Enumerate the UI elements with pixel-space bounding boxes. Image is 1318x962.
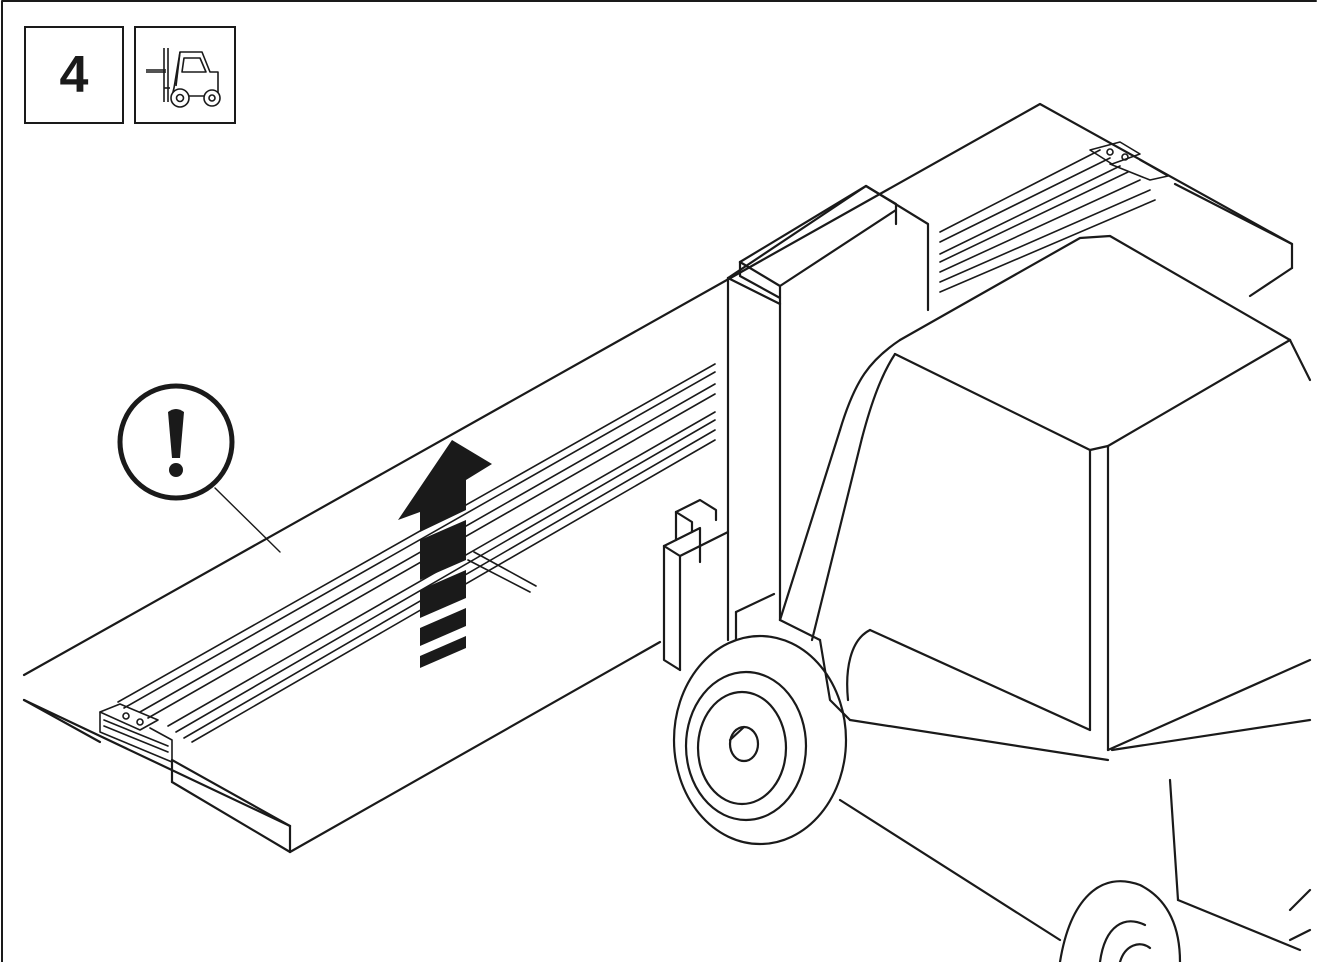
lift-up-arrow-icon	[398, 440, 492, 668]
rear-wheel	[1058, 880, 1312, 962]
rail-front	[117, 363, 716, 743]
exclamation-warning-icon	[117, 383, 235, 501]
forklift-icon	[146, 48, 221, 108]
forklift-mast	[726, 184, 930, 642]
warning-leader-line	[214, 487, 281, 553]
front-wheel	[672, 634, 848, 846]
step-number-box: 4	[24, 26, 124, 124]
rail-end-cap-back	[1089, 141, 1169, 181]
rail-back	[939, 149, 1156, 293]
step-number: 4	[59, 46, 89, 104]
forklift-cab	[778, 234, 1312, 952]
forklift-forks	[662, 498, 776, 672]
long-panel	[22, 102, 1294, 854]
forklift-icon-box	[134, 26, 236, 124]
rail-end-cap-front	[99, 703, 173, 763]
